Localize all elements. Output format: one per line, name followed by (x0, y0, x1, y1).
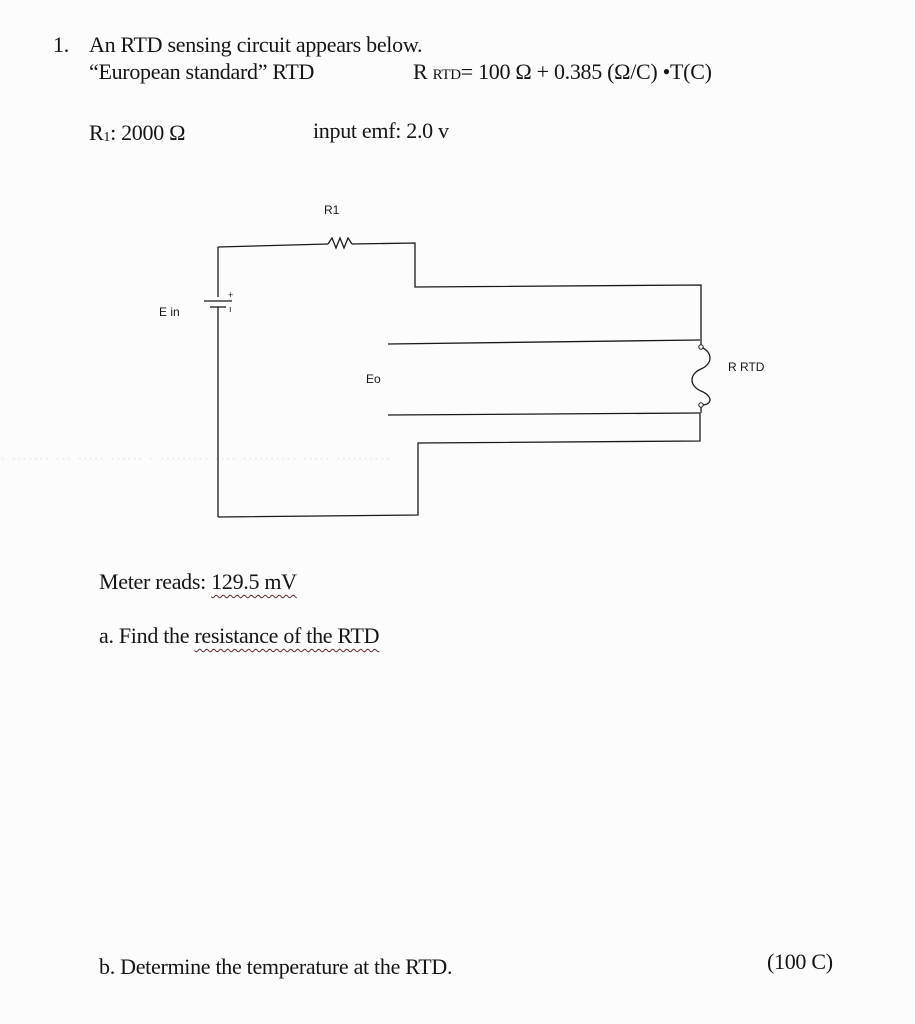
formula-lhs-subscript: RTD (432, 67, 462, 83)
rtd-coil-icon (691, 346, 711, 406)
ein-label: E in (159, 305, 180, 319)
wire-top-right (351, 242, 702, 347)
rtd-terminal-top-icon (698, 344, 704, 350)
part-a-text: Find the (118, 623, 195, 648)
part-b-text: Determine the temperature at the RTD. (120, 954, 453, 979)
emf-label: input emf: (313, 118, 402, 143)
part-b: b. Determine the temperature at the RTD. (99, 954, 453, 980)
r1-label: R1 (324, 203, 340, 217)
part-b-letter: b. (99, 954, 115, 979)
emf-value: 2.0 v (406, 118, 449, 143)
question-intro: An RTD sensing circuit appears below. (89, 32, 423, 57)
meter-reading: Meter reads: 129.5 mV (99, 569, 297, 595)
part-a-underlined: resistance of the RTD (194, 623, 380, 648)
bleed-through-text: . ....... ... ..... ...... . ......... .… (0, 440, 391, 465)
rtd-type: “European standard” RTD (89, 59, 315, 84)
emf-spec: input emf: 2.0 v (313, 118, 449, 144)
sense-wire-bottom (387, 412, 701, 416)
question-number: 1. (53, 32, 69, 57)
r1-label: R (89, 120, 104, 145)
meter-label: Meter reads: (99, 569, 206, 594)
wire-bottom (217, 413, 701, 518)
eo-label: Eo (366, 372, 381, 386)
meter-value: 129.5 mV (211, 569, 297, 594)
formula-lhs: R (413, 59, 428, 84)
part-a-letter: a. (99, 623, 114, 648)
battery-plus-label: + (228, 290, 234, 300)
wire-top-left (217, 243, 329, 248)
r1-subscript: 1 (103, 130, 111, 145)
rrtd-label: R RTD (728, 360, 765, 374)
battery-minus-label: ı (229, 304, 232, 314)
r1-spec: R1: 2000 Ω (89, 120, 185, 146)
resistor-r1-icon (327, 236, 353, 250)
rtd-formula: R RTD= 100 Ω + 0.385 (Ω/C) •T(C) (413, 59, 712, 85)
r1-value: : 2000 Ω (110, 120, 186, 145)
part-a: a. Find the resistance of the RTD (99, 623, 380, 649)
sense-wire-top (387, 339, 701, 345)
part-b-answer: (100 C) (767, 949, 833, 974)
rtd-terminal-bottom-icon (698, 402, 704, 408)
formula-rhs: = 100 Ω + 0.385 (Ω/C) •T(C) (460, 59, 712, 84)
